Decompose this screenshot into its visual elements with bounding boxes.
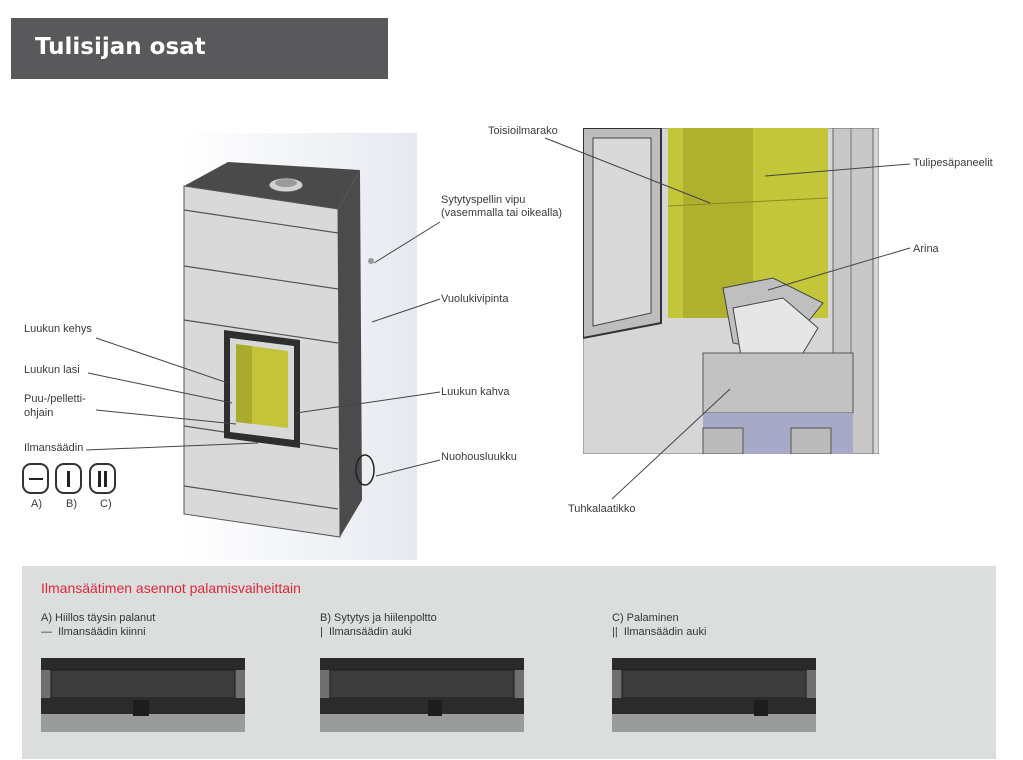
page-title: Tulisijan osat [35,34,206,60]
mode-a-symbol: — [41,626,52,638]
label-luukun-kahva: Luukun kahva [441,386,510,398]
mode-b-state: Ilmansäädin auki [328,626,412,638]
label-sytytyspellin-vipu-note: (vasemmalla tai oikealla) [441,207,563,219]
label-sytytyspellin-vipu: Sytytyspellin vipu [441,194,526,206]
mode-a-state: Ilmansäädin kiinni [58,626,146,638]
label-puu-pelletti-ohjain-1: Puu-/pelletti- [24,393,86,405]
label-tuhkalaatikko: Tuhkalaatikko [568,503,636,515]
mode-icon-label-c: C) [100,498,112,510]
mode-icon-label-b: B) [66,498,77,510]
positions-title: Ilmansäätimen asennot palamisvaiheittain [41,580,301,596]
closed-mode-icon [22,463,49,494]
positions-panel: Ilmansäätimen asennot palamisvaiheittain… [22,566,996,759]
mode-b-title: B) Sytytys ja hiilenpoltto [320,612,437,624]
cutaway-illustration [583,128,879,454]
mode-a-title: A) Hiillos täysin palanut [41,612,156,624]
mode-c: C) Palaminen || Ilmansäädin auki [612,612,706,638]
mode-b: B) Sytytys ja hiilenpoltto | Ilmansäädin… [320,612,437,638]
mode-b-photo [320,658,524,732]
label-luukun-lasi: Luukun lasi [24,364,80,376]
label-vuolukivipinta: Vuolukivipinta [441,293,509,305]
mode-a: A) Hiillos täysin palanut — Ilmansäädin … [41,612,155,638]
mode-a-photo [41,658,245,732]
mode-c-state: Ilmansäädin auki [623,626,707,638]
label-nuohousluukku: Nuohousluukku [441,451,517,463]
mode-c-symbol: || [612,626,618,638]
mode-icon-label-a: A) [31,498,42,510]
mode-c-title: C) Palaminen [612,612,679,624]
label-toisioilmarako: Toisioilmarako [488,125,558,137]
full-open-mode-icon [89,463,116,494]
open-mode-icon [55,463,82,494]
label-arina: Arina [913,243,939,255]
label-ilmansaadin: Ilmansäädin [24,442,84,454]
label-luukun-kehys: Luukun kehys [24,323,92,335]
page-header: Tulisijan osat [11,18,388,79]
mode-b-symbol: | [320,626,323,638]
label-tulipesapaneelit: Tulipesäpaneelit [913,157,993,169]
mode-c-photo [612,658,816,732]
stove-illustration [180,133,417,560]
label-puu-pelletti-ohjain-2: ohjain [24,407,54,419]
